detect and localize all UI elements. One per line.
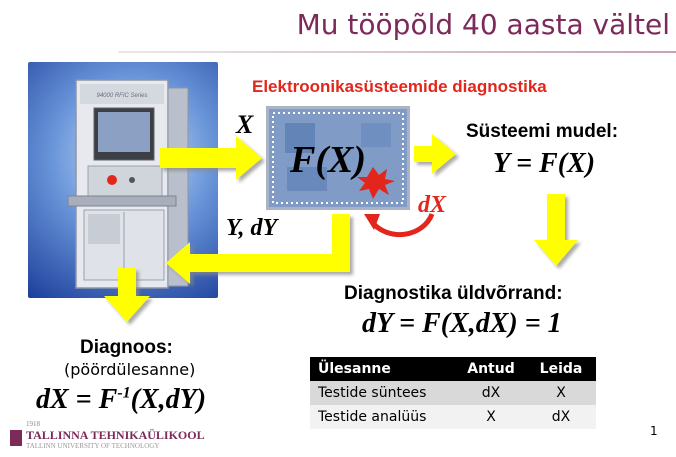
table-cell: dX bbox=[526, 405, 596, 429]
diagnosis-heading: Diagnoos: bbox=[80, 337, 173, 358]
arrow-input bbox=[160, 136, 262, 180]
chip-pads bbox=[272, 112, 404, 204]
table-row: Testide süntees dX X bbox=[310, 381, 596, 405]
machine-label: 94000 RFIC Series bbox=[96, 93, 147, 99]
diagnosis-formula-args: (X,dY) bbox=[130, 384, 207, 415]
table-header-given: Antud bbox=[456, 357, 526, 381]
tester-machine-drawing: 94000 RFIC Series bbox=[67, 79, 189, 289]
chip-block-3 bbox=[287, 167, 327, 191]
task-table: Ülesanne Antud Leida Testide süntees dX … bbox=[310, 357, 596, 429]
arrow-to-model bbox=[414, 134, 456, 174]
table-cell: Testide süntees bbox=[310, 381, 456, 405]
title-divider bbox=[118, 51, 676, 53]
logo-subname: TALLINN UNIVERSITY OF TECHNOLOGY bbox=[26, 442, 160, 450]
cabinet-side bbox=[167, 87, 189, 287]
table-header-row: Ülesanne Antud Leida bbox=[310, 357, 596, 381]
logo-name: TALLINNA TEHNIKAÜLIKOOL bbox=[26, 428, 205, 442]
diagnosis-subheading: (pöördülesanne) bbox=[64, 360, 196, 379]
slide-subtitle: Elektroonikasüsteemide diagnostika bbox=[252, 77, 547, 96]
slide-title: Mu tööpõld 40 aasta vältel bbox=[296, 8, 670, 41]
chip-function-label: F(X) bbox=[290, 139, 366, 181]
model-formula: Y = F(X) bbox=[493, 148, 596, 179]
university-logo-icon bbox=[10, 430, 22, 446]
cabinet-vent bbox=[88, 214, 120, 244]
table-header-find: Leida bbox=[526, 357, 596, 381]
chip-block-1 bbox=[285, 123, 315, 153]
panel-knob bbox=[129, 177, 135, 183]
chip-block-2 bbox=[361, 123, 391, 147]
table-cell: X bbox=[456, 405, 526, 429]
diagnosis-formula: dX = F-1(X,dY) bbox=[36, 384, 206, 416]
table-row: Testide analüüs X dX bbox=[310, 405, 596, 429]
arrow-down-to-diagnosis bbox=[104, 268, 150, 322]
chip-drawing bbox=[269, 109, 407, 207]
fault-loop-arrowhead bbox=[364, 214, 380, 230]
emergency-button bbox=[107, 175, 117, 185]
output-label: Y, dY bbox=[226, 215, 278, 241]
arrow-down-to-equation bbox=[534, 194, 578, 266]
table-cell: X bbox=[526, 381, 596, 405]
fault-burst-icon bbox=[357, 167, 395, 199]
fault-loop-arrow bbox=[370, 213, 435, 238]
fault-label: dX bbox=[418, 192, 447, 218]
table-cell: dX bbox=[456, 381, 526, 405]
chip-image bbox=[266, 106, 410, 210]
page-number: 1 bbox=[650, 424, 658, 438]
diagnosis-formula-main: dX = F bbox=[36, 384, 118, 415]
tester-machine-image: 94000 RFIC Series bbox=[28, 62, 218, 298]
diagnosis-formula-sup: -1 bbox=[117, 384, 131, 402]
table-header-task: Ülesanne bbox=[310, 357, 456, 381]
input-label: X bbox=[236, 110, 254, 139]
cabinet-top-panel bbox=[80, 84, 164, 104]
table-cell: Testide analüüs bbox=[310, 405, 456, 429]
logo-year: 1918 bbox=[26, 420, 40, 428]
diag-equation-heading: Diagnostika üldvõrrand: bbox=[344, 283, 563, 304]
model-heading: Süsteemi mudel: bbox=[466, 121, 619, 142]
keyboard-shelf bbox=[67, 195, 177, 207]
arrow-output bbox=[166, 214, 350, 284]
diag-equation-formula: dY = F(X,dX) = 1 bbox=[362, 308, 562, 339]
monitor-screen bbox=[98, 112, 150, 152]
